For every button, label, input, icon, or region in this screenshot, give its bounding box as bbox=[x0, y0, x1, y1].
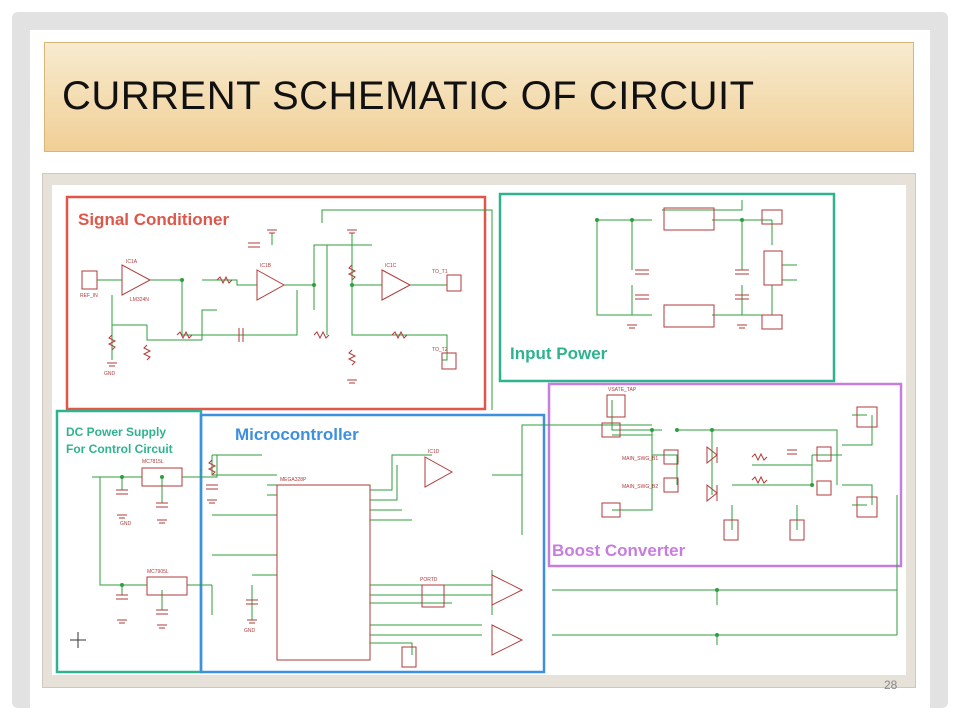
pot-1 bbox=[347, 264, 357, 281]
microcontroller-label: Microcontroller bbox=[235, 425, 359, 444]
pot-2 bbox=[142, 344, 152, 361]
opamp-ic1b-symbol bbox=[256, 269, 286, 301]
components bbox=[81, 207, 878, 668]
slide-title: CURRENT SCHEMATIC OF CIRCUIT bbox=[62, 74, 755, 118]
mega328p-chip bbox=[276, 484, 371, 661]
schematic-image: Signal Conditioner Input Power DC Power … bbox=[52, 185, 906, 675]
resistor-r3 bbox=[313, 330, 330, 340]
opamp-lower-2-symbol bbox=[491, 624, 524, 656]
crosshair-marker bbox=[70, 632, 86, 648]
connector-boost-in bbox=[601, 422, 621, 438]
input-power-box bbox=[498, 192, 836, 383]
capacitor-c2 bbox=[248, 242, 260, 248]
svg-text:IC1C: IC1C bbox=[385, 263, 397, 269]
circuit-schematic: Signal Conditioner Input Power DC Power … bbox=[55, 192, 903, 674]
connector-input-1 bbox=[761, 209, 783, 225]
capacitor-c4 bbox=[735, 269, 749, 275]
capacitor-boost-1 bbox=[787, 449, 797, 455]
svg-text:PORTD: PORTD bbox=[420, 577, 438, 583]
resistor-boost-2 bbox=[751, 475, 768, 485]
opamp-lower-1-symbol bbox=[491, 574, 524, 606]
svg-text:IC1D: IC1D bbox=[428, 449, 440, 455]
connector-boost-out-2 bbox=[856, 496, 878, 518]
svg-text:VSATE_TAP: VSATE_TAP bbox=[608, 387, 637, 393]
connector-boost-low-2 bbox=[789, 519, 805, 541]
svg-text:TO_T1: TO_T1 bbox=[432, 269, 448, 275]
diode-2 bbox=[706, 483, 718, 503]
dc-power-label-1: DC Power Supply bbox=[66, 425, 166, 439]
mosfet-b3 bbox=[816, 446, 832, 462]
pot-3 bbox=[347, 349, 357, 366]
svg-text:GND: GND bbox=[244, 628, 256, 634]
capacitor-c9 bbox=[116, 594, 128, 600]
regulator-mc7815 bbox=[141, 467, 183, 487]
junction-dots bbox=[120, 218, 814, 637]
resistor-r4 bbox=[391, 330, 408, 340]
connector-bottom bbox=[401, 646, 417, 668]
connector-to-t2 bbox=[441, 352, 457, 370]
svg-text:TO_T2: TO_T2 bbox=[432, 347, 448, 353]
connector-boost-out-1 bbox=[856, 406, 878, 428]
svg-text:MEGA328P: MEGA328P bbox=[280, 477, 307, 483]
connector-boost-gnd bbox=[601, 502, 621, 518]
resistor-boost-1 bbox=[751, 452, 768, 462]
svg-text:REF_IN: REF_IN bbox=[80, 293, 98, 299]
svg-text:GND: GND bbox=[104, 371, 116, 377]
pot-micro bbox=[207, 459, 217, 476]
page-number: 28 bbox=[884, 678, 898, 692]
svg-text:IC1A: IC1A bbox=[126, 259, 138, 265]
svg-text:MAIN_SWG_B1: MAIN_SWG_B1 bbox=[622, 456, 658, 462]
resistor-r5 bbox=[107, 334, 117, 351]
capacitor-c8 bbox=[156, 502, 168, 508]
wire-network bbox=[92, 200, 898, 655]
regulator-mc7905 bbox=[146, 576, 188, 596]
capacitor-c5 bbox=[635, 294, 649, 300]
svg-text:IC1B: IC1B bbox=[260, 263, 272, 269]
microcontroller-box bbox=[199, 413, 546, 674]
connector-input-header bbox=[763, 250, 783, 286]
connector-to-t1 bbox=[446, 274, 462, 292]
title-banner bbox=[44, 42, 914, 152]
capacitor-c3 bbox=[635, 269, 649, 275]
mosfet-b4 bbox=[816, 480, 832, 496]
opamp-ic1a-symbol bbox=[121, 264, 152, 296]
regulator-top bbox=[663, 207, 715, 231]
svg-text:MC7815L: MC7815L bbox=[142, 459, 164, 465]
resistor-r1 bbox=[216, 275, 233, 285]
capacitor-c6 bbox=[735, 294, 749, 300]
svg-text:MAIN_SWG_B2: MAIN_SWG_B2 bbox=[622, 484, 658, 490]
connector-input-2 bbox=[761, 314, 783, 330]
diode-1 bbox=[706, 445, 718, 465]
svg-text:MC7905L: MC7905L bbox=[147, 569, 169, 575]
connector-vsate bbox=[606, 394, 626, 418]
input-power-label: Input Power bbox=[510, 344, 608, 363]
resistor-r2 bbox=[176, 330, 193, 340]
capacitor-c7 bbox=[116, 489, 128, 495]
mosfet-b2 bbox=[663, 477, 679, 493]
ground-symbols bbox=[107, 229, 747, 629]
capacitor-c1 bbox=[238, 328, 244, 342]
opamp-ic1d-symbol bbox=[424, 456, 454, 488]
capacitor-c12 bbox=[206, 484, 218, 490]
connector-boost-low-1 bbox=[723, 519, 739, 541]
regulator-bottom bbox=[663, 304, 715, 328]
signal-conditioner-label: Signal Conditioner bbox=[78, 210, 229, 229]
capacitor-c10 bbox=[156, 609, 168, 615]
svg-text:GND: GND bbox=[120, 521, 132, 527]
connector-ref-in bbox=[81, 270, 98, 290]
boost-converter-label: Boost Converter bbox=[552, 541, 686, 560]
connector-portd bbox=[421, 584, 445, 608]
signal-conditioner-box bbox=[65, 195, 487, 411]
svg-text:LM324N: LM324N bbox=[130, 297, 149, 303]
mosfet-b1 bbox=[663, 449, 679, 465]
opamp-ic1c-symbol bbox=[381, 269, 412, 301]
component-labels: REF_IN IC1A LM324N IC1B IC1C IC1D TO_T1 … bbox=[80, 259, 658, 634]
capacitor-c11 bbox=[246, 599, 258, 605]
dc-power-label-2: For Control Circuit bbox=[66, 442, 173, 456]
boost-converter-box bbox=[547, 382, 903, 568]
